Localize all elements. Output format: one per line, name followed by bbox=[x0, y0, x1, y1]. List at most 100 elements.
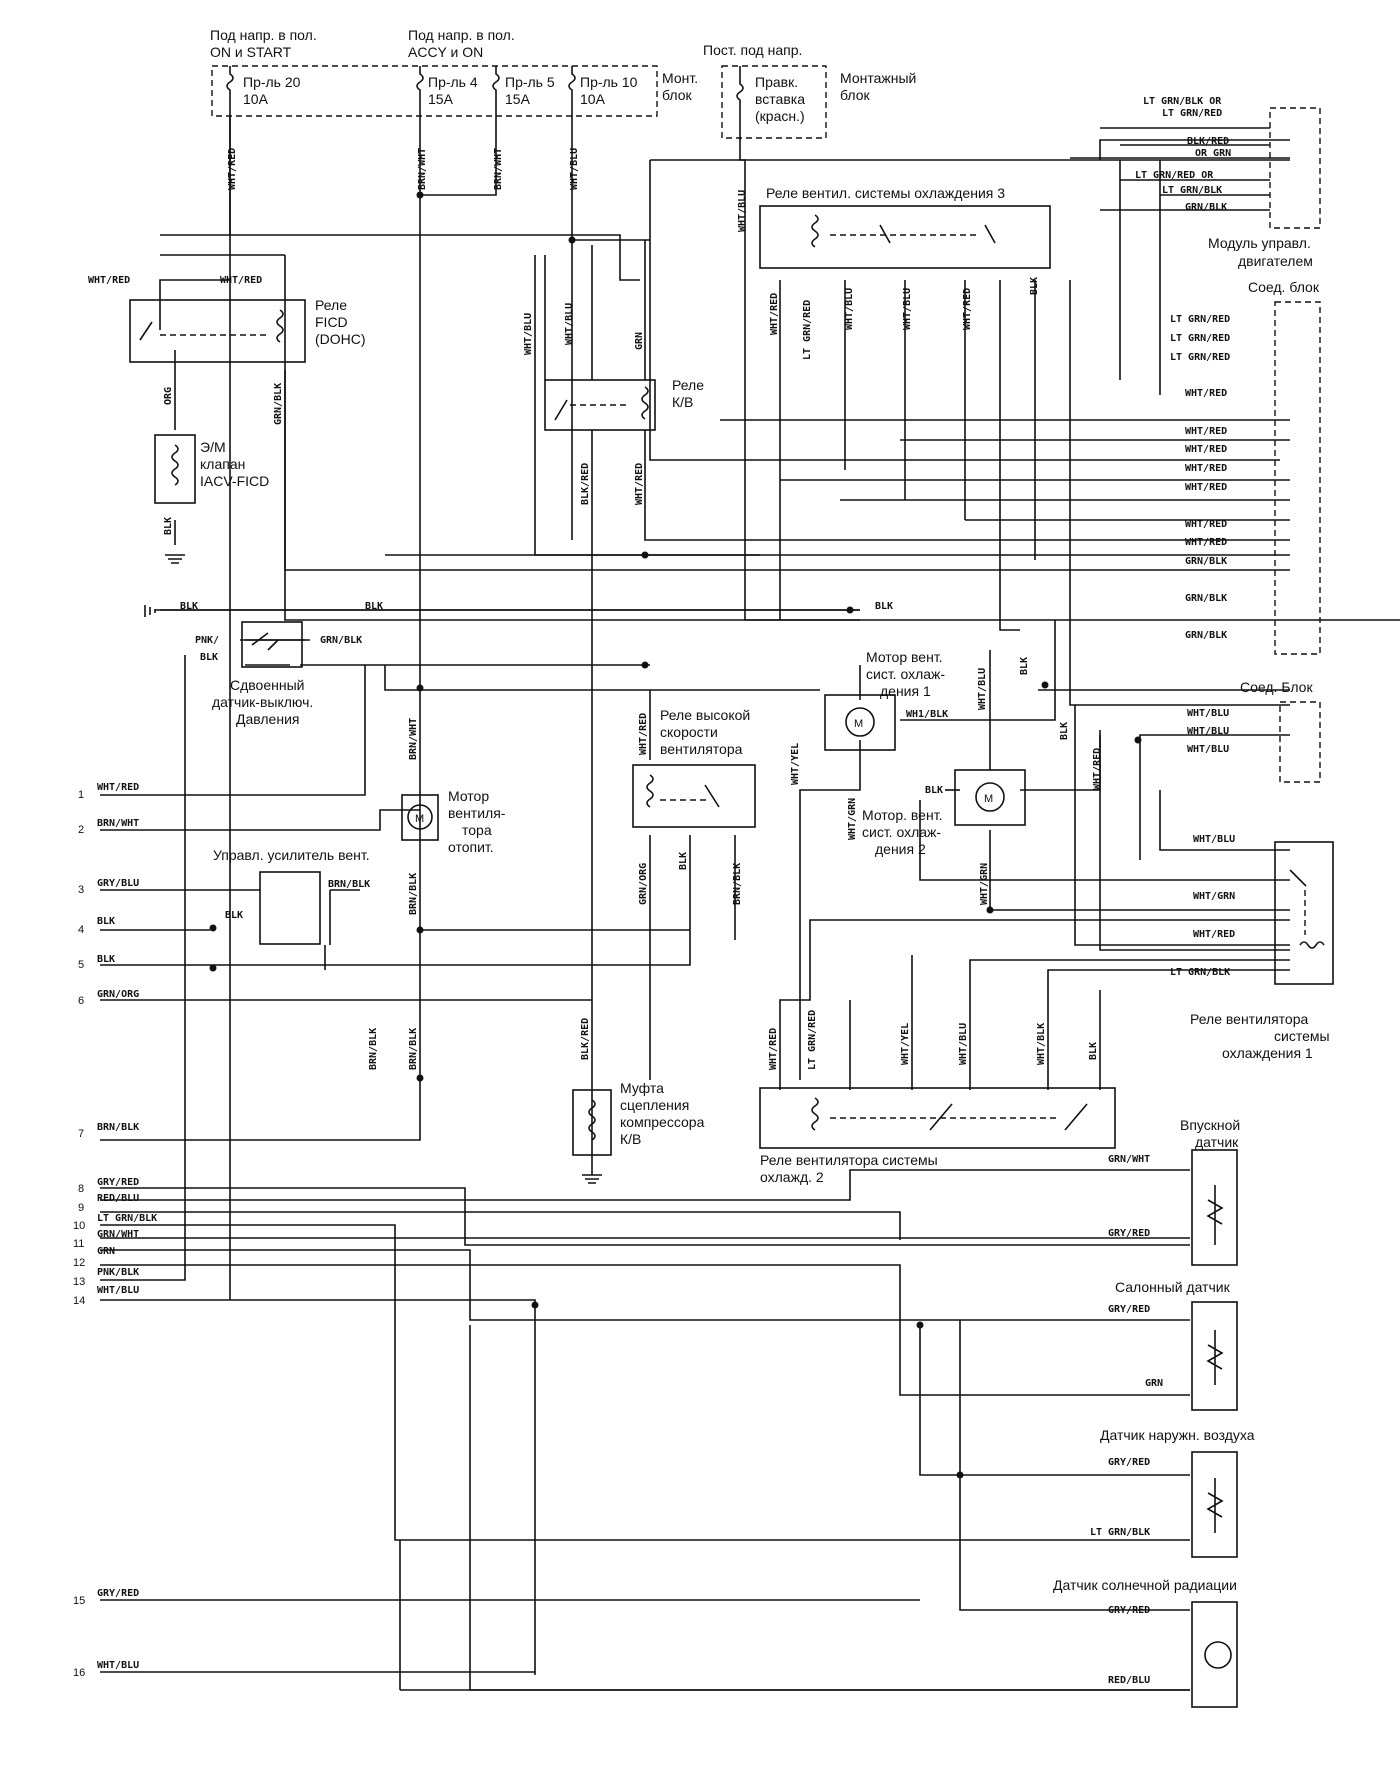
ecm-label-1: Модуль управл. bbox=[1208, 235, 1311, 251]
fuse-block-label-1: Монт. bbox=[662, 70, 698, 86]
fuse-5-label: Пр-ль 5 bbox=[505, 74, 555, 90]
fan-motor-1-label-2: сист. охлаж- bbox=[866, 666, 945, 682]
wl-ground-blk-b: BLK bbox=[365, 601, 383, 612]
svg-text:8: 8 bbox=[78, 1183, 84, 1195]
fan-control-amp: Управл. усилитель вент. bbox=[213, 847, 370, 945]
fuse-block-outline bbox=[211, 65, 658, 117]
vw-link: WHT/BLU bbox=[737, 190, 748, 232]
vw-r3-blk: BLK bbox=[1029, 277, 1040, 295]
fan-relay-2-label-2: охлажд. 2 bbox=[760, 1169, 824, 1185]
fan-relay-3-box bbox=[759, 205, 1051, 269]
fuse-20-rating: 10A bbox=[243, 91, 269, 107]
jb1-wire-12: GRN/BLK bbox=[1185, 593, 1227, 604]
svg-text:16: 16 bbox=[73, 1667, 85, 1679]
vw-hs-grnorg: GRN/ORG bbox=[638, 863, 649, 905]
vw-iacv-blk: BLK bbox=[163, 517, 174, 535]
vw-m1-blk: BLK bbox=[1019, 657, 1030, 675]
supply-accy-on-label-1: Под напр. в пол. bbox=[408, 27, 515, 43]
wl-amp-brnblk: BRN/BLK bbox=[328, 879, 370, 890]
jb1-wire-2: LT GRN/RED bbox=[1170, 333, 1230, 344]
fusible-link-outline bbox=[721, 65, 827, 139]
svg-text:5: 5 bbox=[78, 959, 84, 971]
ficd-relay-label-2: FICD bbox=[315, 314, 348, 330]
fusible-link-label-2: вставка bbox=[755, 91, 805, 107]
vw-brnblk-a: BRN/BLK bbox=[408, 1028, 419, 1070]
vw-m1-whtred: WHT/RED bbox=[1092, 748, 1103, 790]
fan-relay-1: Реле вентилятора системы охлаждения 1 bbox=[1190, 841, 1334, 1061]
jb1-wire-4: WHT/RED bbox=[1185, 388, 1227, 399]
ecm-wire-7: GRN/BLK bbox=[1185, 202, 1227, 213]
vw-r2-whtblu: WHT/BLU bbox=[958, 1023, 969, 1065]
joint-block-1: Соед. блок bbox=[1248, 279, 1321, 655]
ambient-wire-top: GRY/RED bbox=[1108, 1457, 1150, 1468]
vw-r2-ltgrnred: LT GRN/RED bbox=[807, 1010, 818, 1070]
dual-pressure-label-2: датчик-выключ. bbox=[212, 694, 313, 710]
vw-r3-whtred-b: WHT/RED bbox=[962, 288, 973, 330]
vw-hs-blk: BLK bbox=[678, 852, 689, 870]
sensor-wire-labels: GRN/WHT GRY/RED GRY/RED GRN GRY/RED LT G… bbox=[1090, 1154, 1163, 1686]
ambient-sensor-label: Датчик наружн. воздуха bbox=[1100, 1427, 1255, 1443]
fan-motor-2-label-2: сист. охлаж- bbox=[862, 824, 941, 840]
dual-pressure-switch: Сдвоенный датчик-выключ. Давления bbox=[212, 621, 313, 727]
fan-amp-box bbox=[259, 871, 321, 945]
wl-amp-blk: BLK bbox=[225, 910, 243, 921]
fan-amp-label: Управл. усилитель вент. bbox=[213, 847, 370, 863]
vw-fuse20: WHT/RED bbox=[227, 148, 238, 190]
sun-sensor: Датчик солнечной радиации bbox=[1053, 1577, 1238, 1708]
cabin-sensor-box bbox=[1191, 1301, 1238, 1411]
supply-labels: Под напр. в пол. ON и START Под напр. в … bbox=[210, 27, 802, 60]
ficd-relay-label-3: (DOHC) bbox=[315, 331, 366, 347]
cabin-wire-top: GRY/RED bbox=[1108, 1304, 1150, 1315]
sun-wire-top: GRY/RED bbox=[1108, 1605, 1150, 1616]
cabin-wire-bottom: GRN bbox=[1145, 1378, 1163, 1389]
svg-text:GRY/RED: GRY/RED bbox=[97, 1588, 139, 1599]
fan-motor-2: M Мотор. вент. сист. охлаж- дения 2 bbox=[862, 769, 1026, 857]
svg-text:M: M bbox=[984, 793, 993, 805]
fan-relay-1-label-2: системы bbox=[1274, 1028, 1330, 1044]
fuse-4-rating: 15A bbox=[428, 91, 454, 107]
vw-blower-brnwht: BRN/WHT bbox=[408, 718, 419, 760]
vw-ficd-grnblk: GRN/BLK bbox=[273, 383, 284, 425]
ambient-sensor-box bbox=[1191, 1451, 1238, 1558]
joint-block-2-outline bbox=[1279, 701, 1321, 783]
svg-text:BRN/BLK: BRN/BLK bbox=[97, 1122, 139, 1133]
wl-ground-blk-a: BLK bbox=[180, 601, 198, 612]
intake-sensor-label-1: Впускной bbox=[1180, 1117, 1240, 1133]
vw-hs-whtred: WHT/RED bbox=[638, 713, 649, 755]
svg-text:14: 14 bbox=[73, 1295, 85, 1307]
ecm-wire-6: LT GRN/BLK bbox=[1162, 185, 1222, 196]
vw-m1-blk2: BLK bbox=[1059, 722, 1070, 740]
svg-text:RED/BLU: RED/BLU bbox=[97, 1193, 139, 1204]
ficd-relay-box bbox=[129, 299, 306, 363]
fan-motor-1-box bbox=[824, 694, 896, 751]
sun-sensor-photodiode-icon bbox=[1204, 1641, 1232, 1669]
vw-ficd-left: WHT/RED bbox=[88, 275, 130, 286]
blower-motor-label-1: Мотор bbox=[448, 788, 489, 804]
fuse-4-label: Пр-ль 4 bbox=[428, 74, 478, 90]
joint-block-1-outline bbox=[1274, 301, 1321, 655]
ac-relay: Реле К/В bbox=[544, 377, 704, 431]
supply-constant-label: Пост. под напр. bbox=[703, 42, 802, 58]
svg-text:7: 7 bbox=[78, 1128, 84, 1140]
relay1-wire-2: WHT/GRN bbox=[1193, 891, 1235, 902]
svg-text:GRY/BLU: GRY/BLU bbox=[97, 878, 139, 889]
vw-m1-whtgrn: WHT/GRN bbox=[847, 798, 858, 840]
sun-sensor-box bbox=[1191, 1601, 1238, 1708]
wl-grnblk-h: GRN/BLK bbox=[320, 635, 362, 646]
fuse-20-label: Пр-ль 20 bbox=[243, 74, 301, 90]
intake-sensor-label-2: датчик bbox=[1195, 1134, 1239, 1150]
svg-text:10: 10 bbox=[73, 1220, 85, 1232]
fan-motor-2-icon bbox=[975, 782, 1005, 812]
svg-text:4: 4 bbox=[78, 924, 84, 936]
vw-clutch-blkred-a: BLK/RED bbox=[580, 1018, 591, 1060]
vw-ac-whtblu-b: WHT/BLU bbox=[564, 303, 575, 345]
svg-text:13: 13 bbox=[73, 1276, 85, 1288]
vw-fuse10: WHT/BLU bbox=[569, 148, 580, 190]
vw-r2-whtred: WHT/RED bbox=[768, 1028, 779, 1070]
jb1-wire-10: WHT/RED bbox=[1185, 537, 1227, 548]
